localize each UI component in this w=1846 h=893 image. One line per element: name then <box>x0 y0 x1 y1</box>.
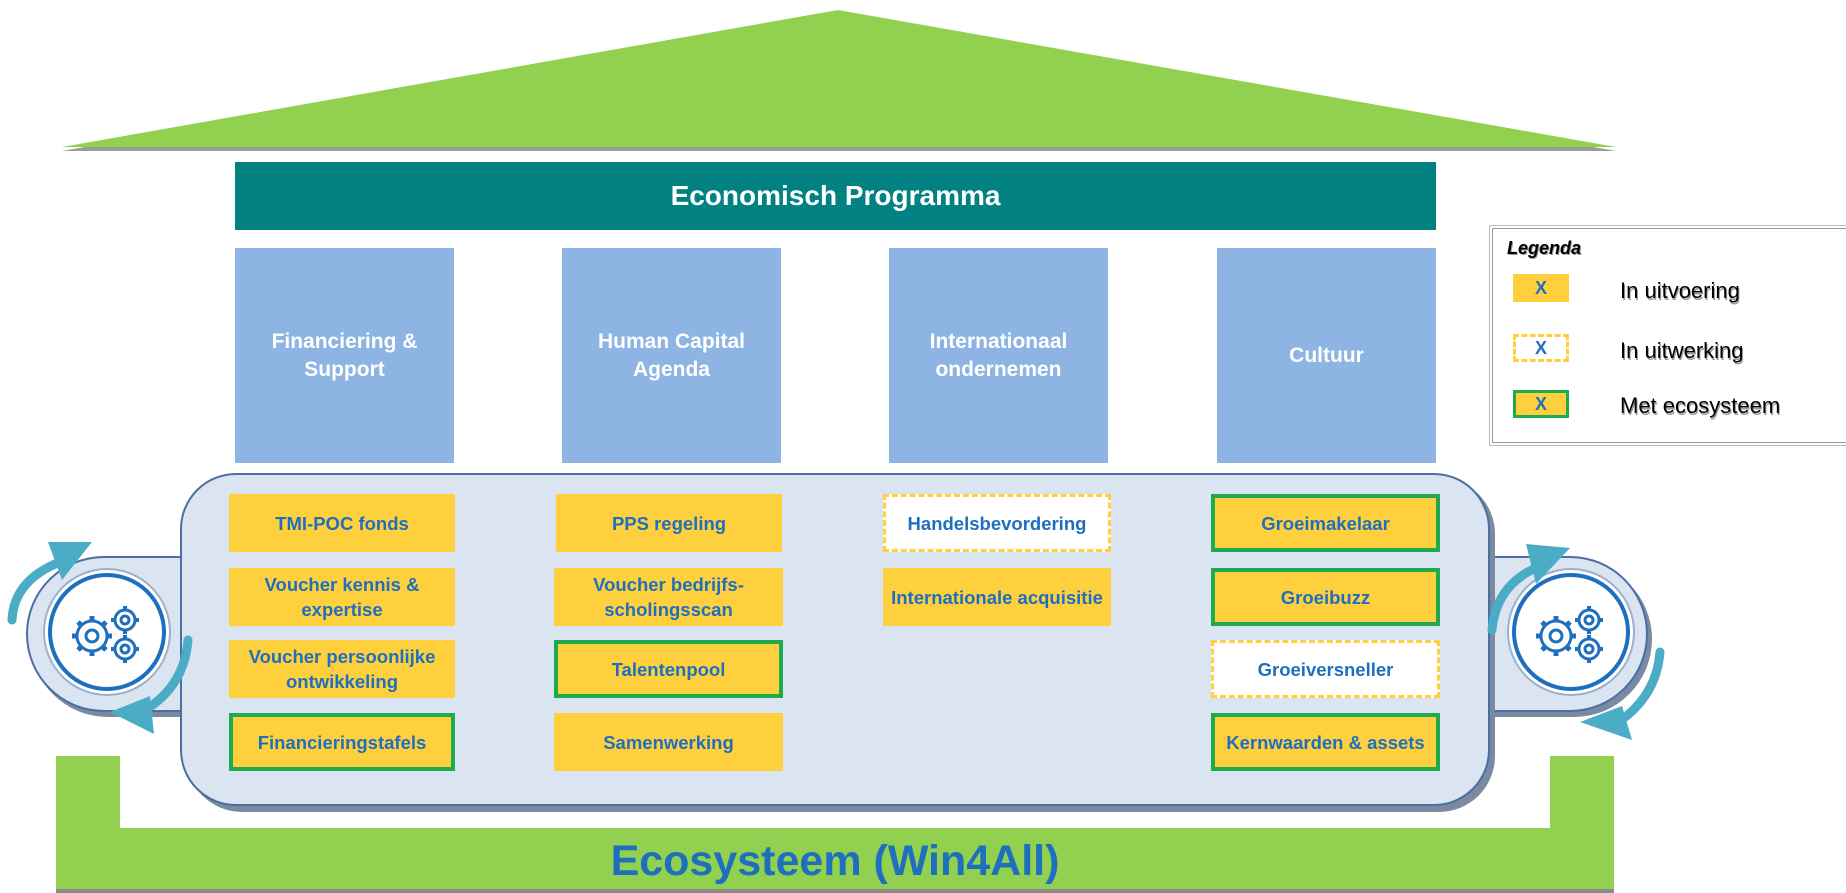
initiative-label: TMI-POC fonds <box>275 512 409 534</box>
initiative-label: Voucher kennis & expertise <box>264 574 420 620</box>
initiative-voucher-persoonlijke: Voucher persoonlijke ontwikkeling <box>229 640 455 698</box>
legend-label-met-ecosysteem: Met ecosysteem <box>1620 393 1781 418</box>
initiative-pps-regeling: PPS regeling <box>556 494 782 552</box>
pillar-label: Financiering & Support <box>271 329 418 381</box>
initiative-voucher-kennis: Voucher kennis & expertise <box>229 568 455 626</box>
pillar-label: Internationaal ondernemen <box>929 329 1068 381</box>
initiative-internationale-acquisitie: Internationale acquisitie <box>883 568 1111 626</box>
initiative-label: Talentenpool <box>611 658 726 680</box>
pillar-label: Human Capital Agenda <box>597 329 746 381</box>
legend-symbol: X <box>1534 393 1547 414</box>
legend-swatch-met-ecosysteem: X <box>1513 390 1569 418</box>
gears-icon-left <box>48 573 166 691</box>
pillar-internationaal: Internationaal ondernemen <box>889 248 1108 463</box>
initiative-label: Groeiversneller <box>1257 658 1394 680</box>
legend-title: Legenda <box>1507 238 1582 258</box>
legend-label-in-uitwerking: In uitwerking <box>1620 338 1744 363</box>
cycle-arrows-icon-left <box>7 542 193 734</box>
initiative-label: Handelsbevordering <box>907 512 1087 534</box>
legend-symbol: X <box>1534 277 1547 298</box>
initiative-label: Voucher bedrijfs-scholingsscan <box>593 574 744 620</box>
legend-symbol: X <box>1534 337 1547 358</box>
cycle-arrows-icon-right <box>1487 544 1665 740</box>
initiative-label: Groeimakelaar <box>1261 512 1390 534</box>
pillar-label: Cultuur <box>1289 343 1364 367</box>
gears-icon-right <box>1512 573 1630 691</box>
foundation-base <box>56 828 1614 893</box>
program-title-banner: Economisch Programma <box>235 162 1436 230</box>
initiative-label: Samenwerking <box>603 731 734 753</box>
initiative-handelsbevordering: Handelsbevordering <box>883 494 1111 552</box>
initiative-label: Voucher persoonlijke ontwikkeling <box>248 646 436 692</box>
pillar-cultuur: Cultuur <box>1217 248 1436 463</box>
initiative-label: PPS regeling <box>611 512 727 534</box>
initiative-label: Kernwaarden & assets <box>1226 731 1425 753</box>
initiative-kernwaarden: Kernwaarden & assets <box>1211 713 1440 771</box>
initiative-tmi-poc-fonds: TMI-POC fonds <box>229 494 455 552</box>
initiative-label: Financieringstafels <box>257 731 427 753</box>
initiative-financieringstafels: Financieringstafels <box>229 713 455 771</box>
initiative-groeiversneller: Groeiversneller <box>1211 640 1440 698</box>
foundation-title: Ecosysteem (Win4All) <box>610 836 1060 885</box>
pillar-human-capital: Human Capital Agenda <box>562 248 781 463</box>
initiative-samenwerking: Samenwerking <box>554 713 783 771</box>
legend-label-in-uitvoering: In uitvoering <box>1620 278 1740 303</box>
foundation-shadow <box>56 889 1614 893</box>
roof <box>62 10 1616 151</box>
initiative-talentenpool: Talentenpool <box>554 640 783 698</box>
pillar-financiering: Financiering & Support <box>235 248 454 463</box>
initiative-label: Internationale acquisitie <box>891 586 1103 608</box>
initiative-voucher-bedrijfs: Voucher bedrijfs-scholingsscan <box>554 568 783 626</box>
program-title: Economisch Programma <box>670 180 1001 211</box>
initiative-groeibuzz: Groeibuzz <box>1211 568 1440 626</box>
legend-swatch-in-uitwerking: X <box>1513 334 1569 362</box>
initiative-label: Groeibuzz <box>1280 586 1371 608</box>
legend-swatch-in-uitvoering: X <box>1513 274 1569 302</box>
initiative-groeimakelaar: Groeimakelaar <box>1211 494 1440 552</box>
